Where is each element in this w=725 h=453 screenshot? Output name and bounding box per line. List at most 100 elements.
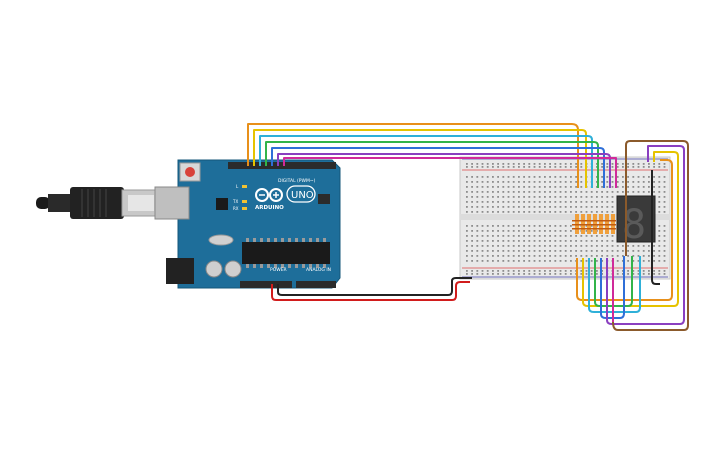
breadboard-hole [502, 191, 505, 193]
breadboard-hole [616, 260, 619, 262]
breadboard-hole [549, 250, 551, 252]
breadboard-hole [554, 176, 557, 178]
breadboard-hole [497, 166, 499, 168]
breadboard-hole [606, 235, 609, 237]
breadboard-hole [559, 270, 562, 272]
wire-bottom-orange[interactable] [576, 159, 673, 301]
breadboard-hole [632, 163, 635, 165]
breadboard-hole [544, 166, 546, 168]
breadboard-hole [658, 225, 661, 227]
wire-gnd-rail[interactable] [651, 170, 660, 285]
wire-bottom-yellow[interactable] [582, 151, 679, 307]
breadboard-hole [663, 245, 666, 247]
wire-ground-red[interactable] [271, 281, 470, 301]
breadboard-hole [575, 176, 577, 178]
breadboard-hole [570, 201, 572, 203]
breadboard-hole [528, 176, 531, 178]
breadboard-hole [492, 230, 494, 232]
breadboard-hole [528, 181, 531, 183]
breadboard-hole [611, 250, 614, 252]
breadboard-hole [564, 230, 567, 232]
breadboard-hole [585, 201, 588, 203]
wire-blue[interactable] [271, 147, 605, 188]
breadboard-hole [663, 206, 666, 208]
usb-cable[interactable] [36, 187, 157, 219]
wire-yellow[interactable] [253, 129, 587, 188]
wire-bottom-cyan[interactable] [588, 256, 641, 313]
breadboard-hole [564, 163, 567, 165]
resistor-bank[interactable] [572, 214, 616, 234]
breadboard-hole [476, 176, 479, 178]
atmega-chip [242, 242, 330, 264]
breadboard-hole [585, 235, 588, 237]
breadboard-hole [596, 250, 598, 252]
breadboard-hole [596, 273, 598, 275]
breadboard-hole [627, 176, 629, 178]
breadboard-hole [497, 201, 499, 203]
wires[interactable] [247, 123, 689, 331]
capacitor [205, 260, 223, 278]
wire-magenta[interactable] [283, 157, 617, 188]
breadboard-hole [518, 245, 520, 247]
breadboard-hole [611, 235, 614, 237]
breadboard-hole [596, 255, 598, 257]
breadboard-hole [575, 201, 577, 203]
breadboard-hole [476, 260, 479, 262]
wire-bottom-purple[interactable] [606, 145, 685, 325]
digital-header[interactable] [228, 162, 336, 169]
breadboard-hole [596, 245, 598, 247]
breadboard-hole [507, 191, 510, 193]
breadboard-hole [564, 225, 567, 227]
breadboard-hole [606, 181, 609, 183]
arduino-uno-board[interactable]: L TX RX ARDUINO UNO DIGITAL (PWM~) POWER… [154, 159, 341, 289]
breadboard-hole [549, 191, 551, 193]
breadboard-hole [590, 191, 593, 193]
breadboard-hole [471, 273, 473, 275]
wire-green[interactable] [265, 141, 599, 188]
breadboard-hole [632, 260, 635, 262]
wire-cyan[interactable] [259, 135, 593, 188]
breadboard-hole [570, 186, 572, 188]
breadboard-hole [585, 260, 588, 262]
breadboard-hole [523, 163, 525, 165]
breadboard-hole [575, 191, 577, 193]
breadboard-hole [601, 176, 603, 178]
breadboard-hole [580, 273, 583, 275]
breadboard-hole [590, 273, 593, 275]
breadboard-hole [544, 176, 546, 178]
analog-header[interactable] [296, 281, 336, 288]
breadboard-hole [538, 206, 541, 208]
breadboard-hole [544, 235, 546, 237]
breadboard-hole [658, 260, 661, 262]
breadboard-hole [559, 230, 562, 232]
breadboard-hole [544, 186, 546, 188]
breadboard-hole [616, 273, 619, 275]
breadboard-hole [637, 250, 640, 252]
breadboard-hole [653, 250, 655, 252]
breadboard-hole [601, 273, 603, 275]
breadboard-hole [658, 211, 661, 213]
breadboard-hole [627, 166, 629, 168]
breadboard-hole [559, 166, 562, 168]
wire-ground-black[interactable] [277, 277, 472, 296]
breadboard-hole [554, 273, 557, 275]
breadboard-hole [627, 270, 629, 272]
breadboard-hole [658, 245, 661, 247]
breadboard-hole [497, 270, 499, 272]
breadboard-hole [502, 245, 505, 247]
wire-brown[interactable] [612, 140, 689, 331]
breadboard-hole [606, 176, 609, 178]
breadboard-hole [653, 260, 655, 262]
breadboard-hole [559, 273, 562, 275]
breadboard-hole [590, 201, 593, 203]
breadboard-hole [570, 225, 572, 227]
breadboard-hole [564, 235, 567, 237]
breadboard-hole [549, 201, 551, 203]
power-header[interactable] [240, 281, 292, 288]
breadboard-hole [585, 250, 588, 252]
breadboard-hole [601, 270, 603, 272]
breadboard-hole [481, 250, 484, 252]
breadboard-hole [518, 230, 520, 232]
seven-segment-display[interactable]: 8 [616, 195, 656, 248]
breadboard-hole [512, 163, 515, 165]
